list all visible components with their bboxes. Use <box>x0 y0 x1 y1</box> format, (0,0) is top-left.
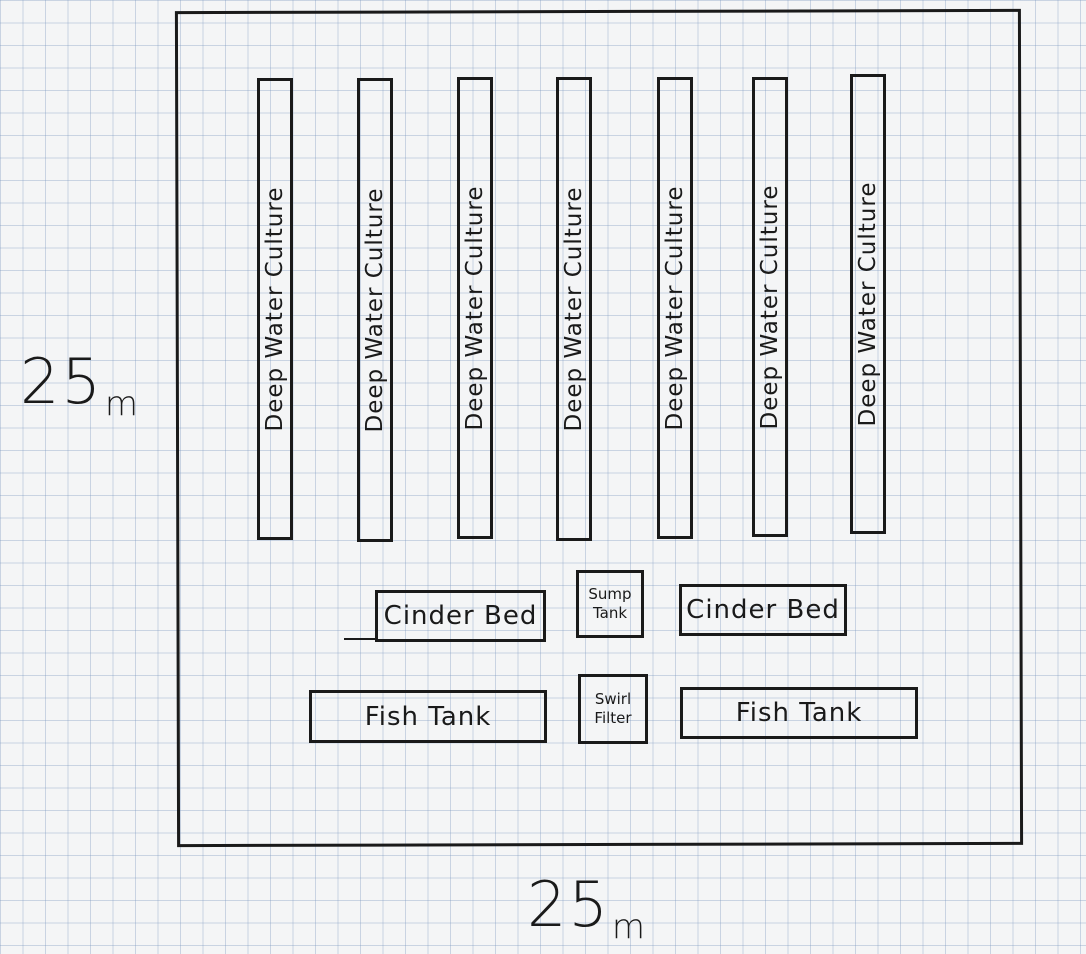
cinder-bed-right: Cinder Bed <box>679 584 847 636</box>
dwc-channel-2: Deep Water Culture <box>357 78 393 542</box>
left-dimension-unit: m <box>104 384 139 424</box>
fish-tank-right: Fish Tank <box>680 687 918 739</box>
dwc-channel-3: Deep Water Culture <box>457 77 493 539</box>
swirl-filter: Swirl Filter <box>578 674 648 744</box>
bottom-dimension-value: 25 <box>527 868 610 941</box>
dwc-channel-label: Deep Water Culture <box>462 185 488 431</box>
sump-tank-label-line2: Tank <box>592 604 628 622</box>
pipe-stub <box>344 638 378 640</box>
bottom-dimension-unit: m <box>611 907 646 947</box>
dwc-channel-label: Deep Water Culture <box>362 187 388 433</box>
swirl-filter-label: Swirl Filter <box>594 690 631 728</box>
dwc-channel-label: Deep Water Culture <box>662 185 688 431</box>
fish-tank-left: Fish Tank <box>309 690 547 743</box>
bottom-dimension-label: 25m <box>527 868 645 947</box>
swirl-filter-label-line2: Filter <box>594 709 632 727</box>
dwc-channel-7: Deep Water Culture <box>850 74 886 534</box>
swirl-filter-label-line1: Swirl <box>594 690 632 708</box>
dwc-channel-label: Deep Water Culture <box>561 186 587 432</box>
sump-tank: Sump Tank <box>576 570 644 638</box>
dwc-channel-6: Deep Water Culture <box>752 77 788 537</box>
dwc-channel-label: Deep Water Culture <box>262 186 288 432</box>
fish-tank-label: Fish Tank <box>735 698 863 728</box>
dwc-channel-1: Deep Water Culture <box>257 78 293 540</box>
left-dimension-label: 25m <box>20 345 138 424</box>
sump-tank-label: Sump Tank <box>588 585 631 623</box>
fish-tank-label: Fish Tank <box>364 701 492 732</box>
cinder-bed-label: Cinder Bed <box>383 601 538 631</box>
sump-tank-label-line1: Sump <box>588 585 632 603</box>
dwc-channel-4: Deep Water Culture <box>556 77 592 541</box>
cinder-bed-left: Cinder Bed <box>375 590 546 642</box>
dwc-channel-5: Deep Water Culture <box>657 77 693 539</box>
dwc-channel-label: Deep Water Culture <box>855 181 881 427</box>
cinder-bed-label: Cinder Bed <box>686 595 840 625</box>
left-dimension-value: 25 <box>20 345 103 418</box>
dwc-channel-label: Deep Water Culture <box>757 184 783 430</box>
